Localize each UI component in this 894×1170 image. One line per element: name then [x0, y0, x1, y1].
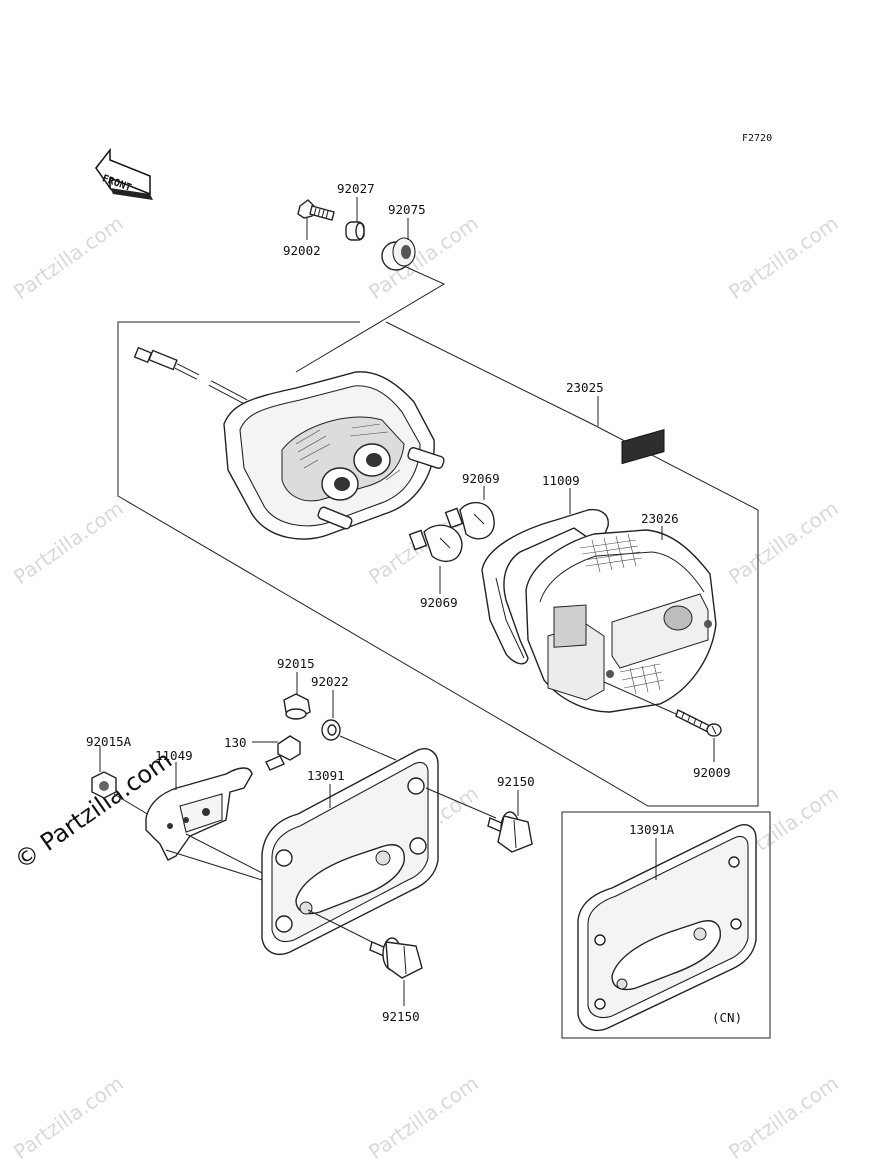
watermark-text: Partzilla.com: [9, 1071, 128, 1164]
bulb-92069-top: [444, 501, 495, 540]
bolt-130: [265, 735, 301, 771]
part-number-92009: 92009: [693, 765, 731, 780]
bolt-92002: [297, 199, 335, 221]
part-number-130: 130: [224, 735, 247, 750]
part-number-92015A: 92015A: [86, 734, 132, 749]
watermark-text: Partzilla.com: [724, 1071, 843, 1164]
license-plate-13091A: [577, 824, 757, 1032]
part-number-92150-right: 92150: [497, 774, 535, 789]
part-number-92027: 92027: [337, 181, 375, 196]
part-number-92069-top: 92069: [462, 471, 500, 486]
watermark-text: Partzilla.com: [724, 211, 843, 304]
lens-23026: [525, 428, 717, 713]
part-number-23026: 23026: [641, 511, 679, 526]
nut-92015: [283, 693, 311, 720]
part-number-92015: 92015: [277, 656, 315, 671]
nut-92015A: [91, 771, 117, 799]
part-number-23025: 23025: [566, 380, 604, 395]
assembly-frame-23025: [117, 321, 759, 807]
part-number-13091A: 13091A: [629, 822, 675, 837]
watermark-text: Partzilla.com: [724, 496, 843, 589]
part-number-92002: 92002: [283, 243, 321, 258]
part-number-92150-bottom: 92150: [382, 1009, 420, 1024]
watermark-text: Partzilla.com: [364, 1071, 483, 1164]
lamp-housing: [223, 371, 445, 540]
front-arrow-icon: FRONT: [95, 147, 153, 200]
cn-note: (CN): [712, 1010, 742, 1025]
inset-frame-13091A: [561, 811, 771, 1039]
part-number-11009: 11009: [542, 473, 580, 488]
wire-connector: [133, 346, 248, 405]
screw-92009: [675, 709, 722, 737]
bracket-11049: [145, 767, 253, 861]
part-number-13091: 13091: [307, 768, 345, 783]
part-number-11049: 11049: [155, 748, 193, 763]
watermark-text: Partzilla.com: [9, 211, 128, 304]
bulb-92069-bottom: [408, 524, 463, 563]
bolt-92150-bottom: [369, 937, 423, 979]
license-plate-13091: [261, 748, 439, 956]
part-number-92075: 92075: [388, 202, 426, 217]
bolt-92150-right: [487, 811, 533, 853]
washer-92022: [321, 719, 341, 741]
collar-92027: [345, 221, 365, 241]
part-number-92069-bottom: 92069: [420, 595, 458, 610]
figure-code: F2720: [742, 133, 772, 144]
watermark-text: Partzilla.com: [9, 496, 128, 589]
part-number-92022: 92022: [311, 674, 349, 689]
grommet-92075: [381, 237, 416, 271]
gasket-11009: [481, 508, 609, 665]
